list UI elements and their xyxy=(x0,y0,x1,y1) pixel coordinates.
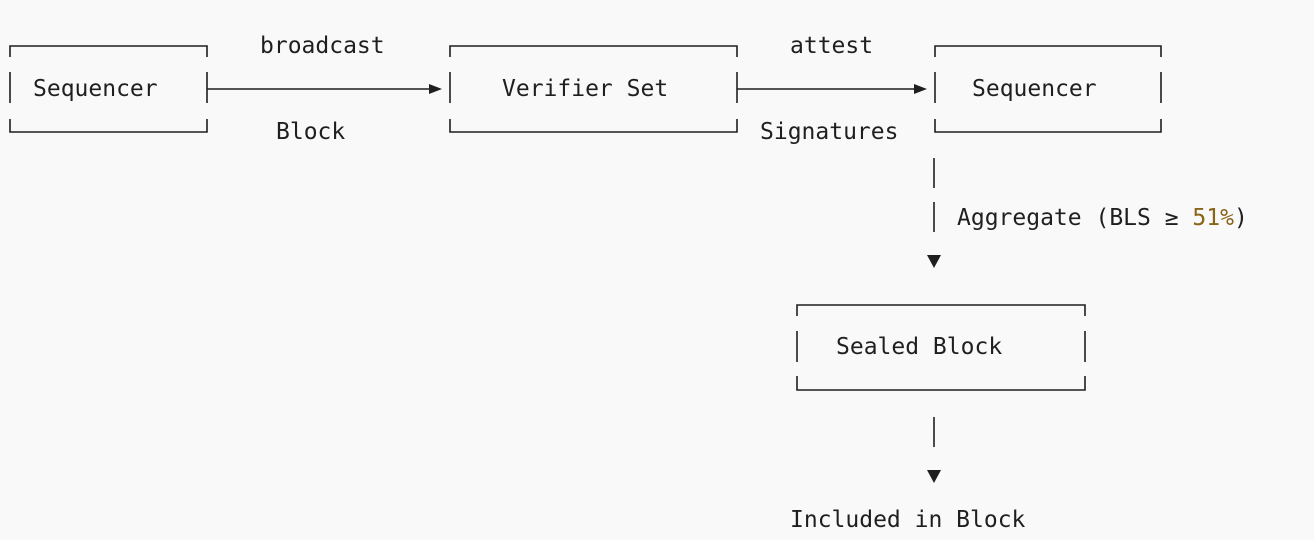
edge-attest: attest Signatures xyxy=(737,33,927,145)
edge-label-signatures: Signatures xyxy=(760,119,898,145)
node-sequencer-right: Sequencer xyxy=(934,45,1162,133)
edge-broadcast: broadcast Block xyxy=(207,33,442,145)
edge-include xyxy=(927,417,941,483)
edge-aggregate: Aggregate (BLS ≥ 51%) xyxy=(927,158,1248,268)
aggregate-threshold: 51% xyxy=(1192,205,1234,231)
node-label-verifier-set: Verifier Set xyxy=(502,76,668,102)
edge-label-aggregate: Aggregate (BLS ≥ 51%) xyxy=(957,205,1248,231)
node-verifier-set: Verifier Set xyxy=(449,45,738,133)
node-sealed-block: Sealed Block xyxy=(796,304,1086,391)
node-sequencer-left: Sequencer xyxy=(9,45,208,133)
edge-label-broadcast: broadcast xyxy=(260,33,385,59)
node-label-sequencer-left: Sequencer xyxy=(33,76,158,102)
node-label-included: Included in Block xyxy=(790,507,1026,533)
aggregate-prefix: Aggregate (BLS ≥ xyxy=(957,205,1192,231)
edge-label-attest: attest xyxy=(790,33,873,59)
node-label-sequencer-right: Sequencer xyxy=(972,76,1097,102)
arrowhead-icon xyxy=(429,84,442,94)
arrowhead-down-icon xyxy=(927,470,941,483)
arrowhead-icon xyxy=(914,84,927,94)
node-label-sealed-block: Sealed Block xyxy=(836,334,1002,360)
aggregate-suffix: ) xyxy=(1234,205,1248,231)
arrowhead-down-icon xyxy=(927,255,941,268)
edge-label-block: Block xyxy=(276,119,345,145)
